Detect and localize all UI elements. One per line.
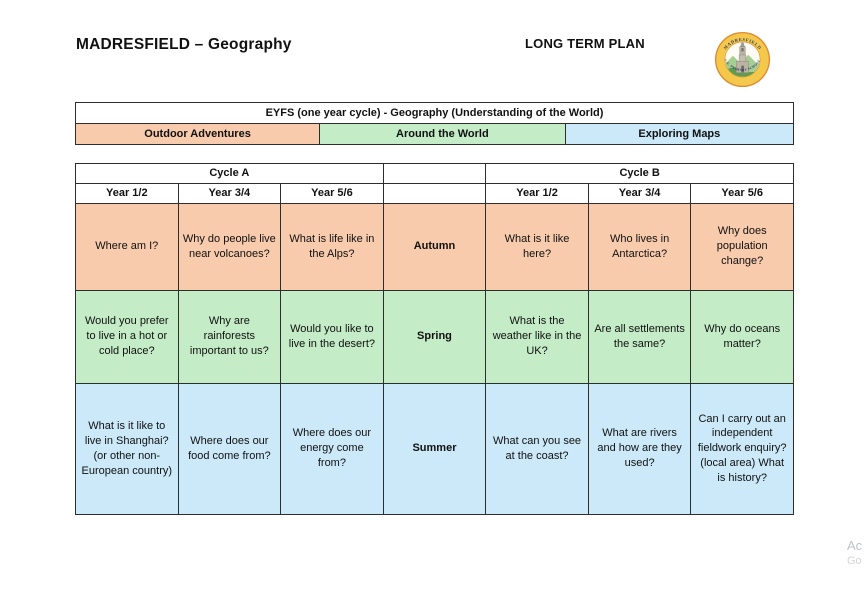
summer-row: What is it like to live in Shanghai? (or… — [75, 382, 794, 515]
autumn-row: Where am I? Why do people live near volc… — [75, 202, 794, 291]
year-header-a-56: Year 5/6 — [280, 182, 384, 204]
cycle-b-header: Cycle B — [485, 163, 794, 184]
question-cell: What is it like to live in Shanghai? (or… — [75, 382, 179, 515]
question-cell: Where am I? — [75, 202, 179, 291]
question-cell: What is it like here? — [485, 202, 589, 291]
year-header-row: Year 1/2 Year 3/4 Year 5/6 Year 1/2 Year… — [75, 182, 794, 204]
question-cell: Would you prefer to live in a hot or col… — [75, 289, 179, 384]
question-cell: Can I carry out an independent fieldwork… — [690, 382, 794, 515]
long-term-plan-table: Cycle A Cycle B Year 1/2 Year 3/4 Year 5… — [75, 163, 794, 515]
eyfs-unit-around-the-world: Around the World — [319, 123, 566, 145]
question-cell: Would you like to live in the desert? — [280, 289, 384, 384]
question-cell: What are rivers and how are they used? — [587, 382, 692, 515]
question-cell: What is the weather like in the UK? — [485, 289, 589, 384]
school-crest-logo-icon: MADRESFIELD C.E. PRIMARY SCHOOL — [714, 31, 771, 88]
year-header-b-12: Year 1/2 — [485, 182, 589, 204]
eyfs-unit-exploring-maps: Exploring Maps — [564, 123, 795, 145]
year-header-b-34: Year 3/4 — [587, 182, 692, 204]
question-cell: What can you see at the coast? — [485, 382, 589, 515]
spring-row: Would you prefer to live in a hot or col… — [75, 289, 794, 384]
cycle-a-header: Cycle A — [75, 163, 384, 184]
year-header-a-34: Year 3/4 — [177, 182, 282, 204]
year-header-b-56: Year 5/6 — [690, 182, 794, 204]
year-header-a-12: Year 1/2 — [75, 182, 179, 204]
long-term-plan-label: LONG TERM PLAN — [525, 36, 645, 51]
page-title: MADRESFIELD – Geography — [76, 36, 292, 53]
question-cell: Where does our food come from? — [177, 382, 282, 515]
question-cell: Why does population change? — [690, 202, 794, 291]
eyfs-units-row: Outdoor Adventures Around the World Expl… — [74, 123, 795, 145]
eyfs-title-row: EYFS (one year cycle) - Geography (Under… — [75, 102, 794, 124]
question-cell: Who lives in Antarctica? — [587, 202, 692, 291]
clipped-watermark-text: Ac Go — [847, 538, 862, 567]
season-label-spring: Spring — [382, 289, 487, 384]
eyfs-overview-table: EYFS (one year cycle) - Geography (Under… — [74, 102, 795, 145]
church-tower-icon — [736, 42, 749, 73]
question-cell: Why do people live near volcanoes? — [177, 202, 282, 291]
question-cell: Where does our energy come from? — [280, 382, 384, 515]
question-cell: Are all settlements the same? — [587, 289, 692, 384]
eyfs-unit-outdoor-adventures: Outdoor Adventures — [74, 123, 321, 145]
season-label-autumn: Autumn — [382, 202, 487, 291]
question-cell: Why do oceans matter? — [690, 289, 794, 384]
question-cell: What is life like in the Alps? — [280, 202, 384, 291]
watermark-line-1: Ac — [847, 538, 863, 553]
season-label-summer: Summer — [382, 382, 487, 515]
season-column-spacer — [382, 182, 487, 204]
season-column-spacer — [382, 163, 487, 184]
watermark-line-2: Go — [847, 555, 862, 567]
eyfs-title-cell: EYFS (one year cycle) - Geography (Under… — [75, 102, 794, 124]
cycle-header-row: Cycle A Cycle B — [75, 163, 794, 184]
question-cell: Why are rainforests important to us? — [177, 289, 282, 384]
